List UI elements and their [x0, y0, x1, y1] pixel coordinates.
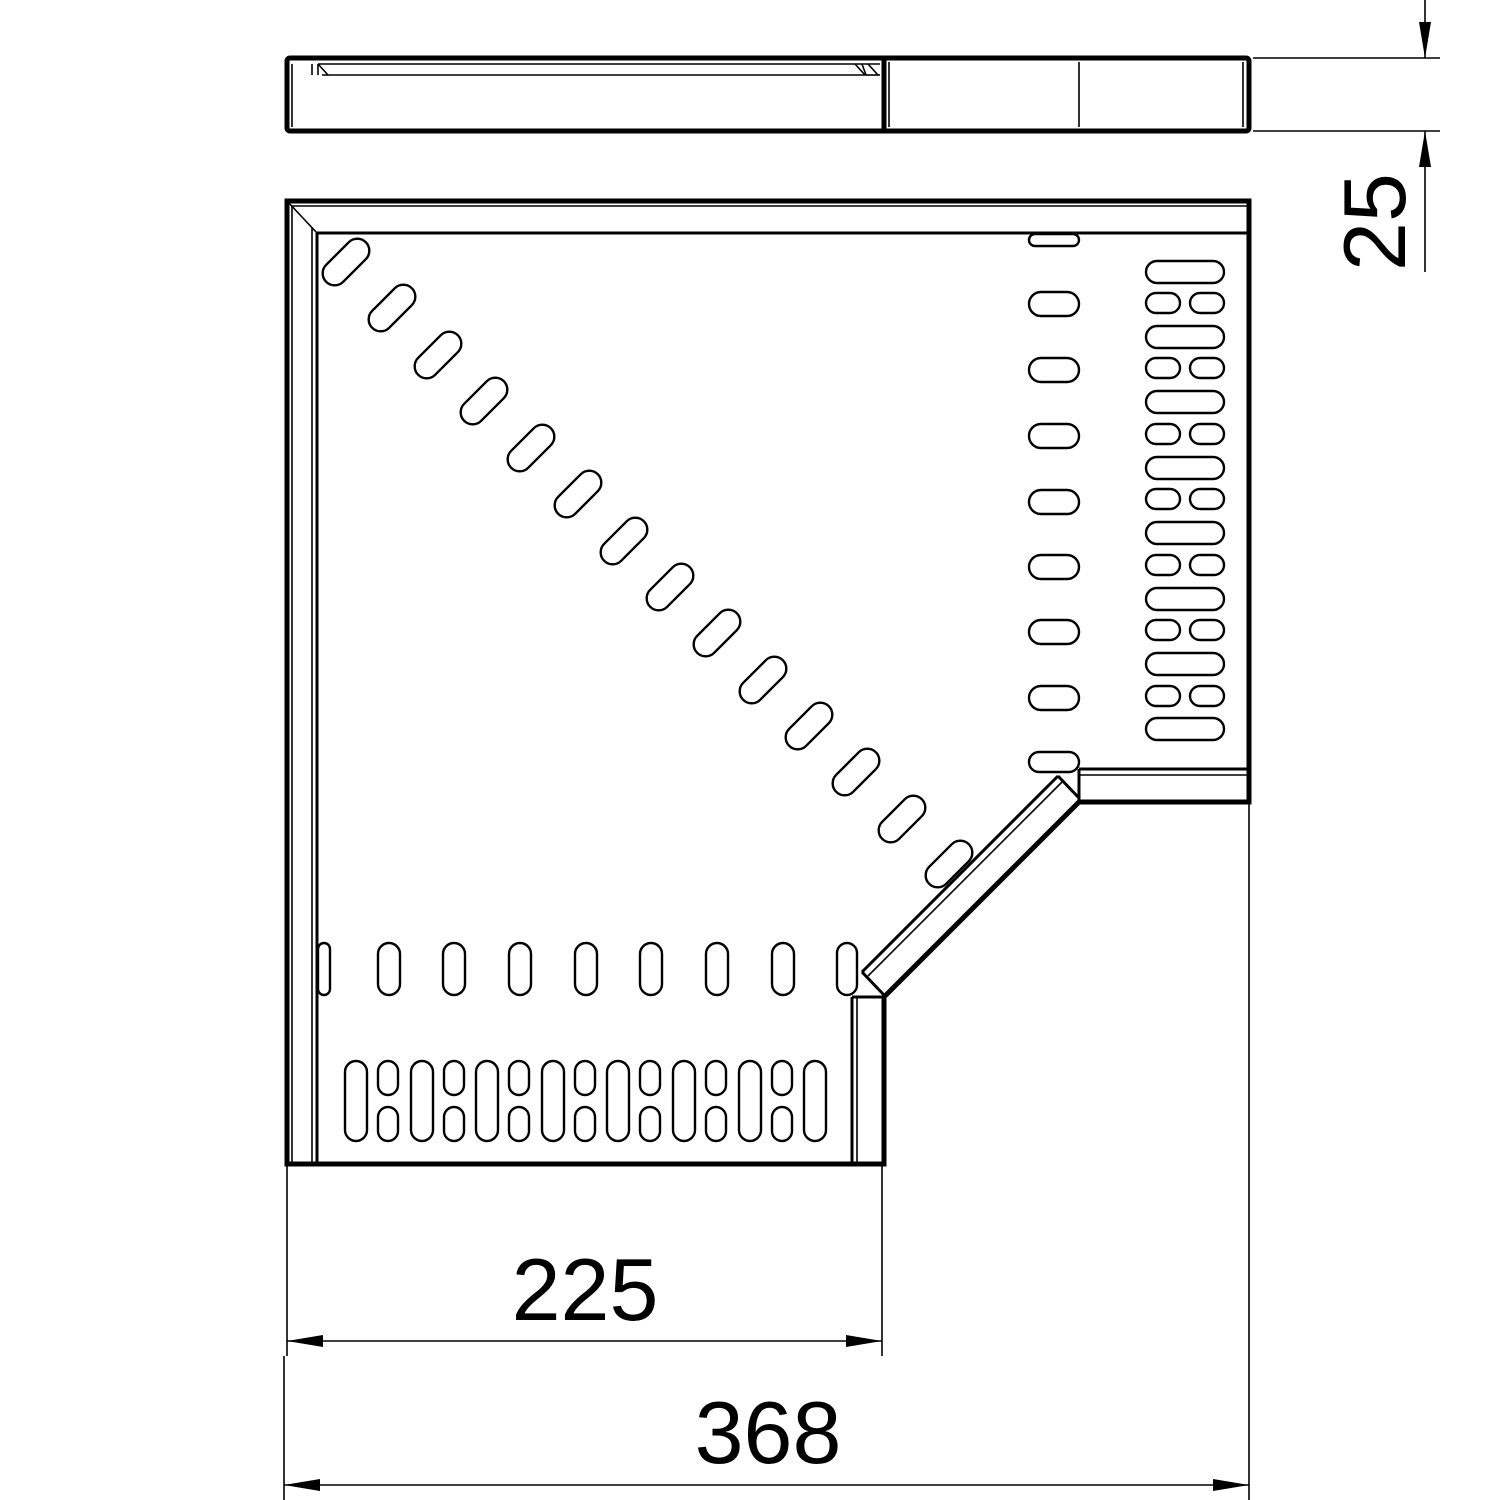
plan-view — [284, 198, 1252, 1167]
overall-width-dimension-label: 368 — [695, 1383, 842, 1482]
right-branch-slots — [1027, 232, 1081, 774]
inner-width-arrow-left — [287, 1335, 323, 1347]
height-arrow-bottom — [1419, 131, 1431, 167]
inner-width-dimension: 225 — [286, 1164, 883, 1356]
right-branch-perforations — [1144, 259, 1226, 742]
inner-width-arrow-right — [846, 1335, 882, 1347]
bottom-branch-slots — [316, 941, 859, 997]
overall-width-arrow-left — [284, 1479, 320, 1491]
inner-width-dimension-label: 225 — [512, 1240, 659, 1339]
side-view — [284, 55, 1252, 134]
overall-width-arrow-right — [1213, 1479, 1249, 1491]
diagonal-slots — [321, 237, 974, 889]
overall-width-dimension: 368 — [283, 802, 1250, 1500]
height-dimension-label: 25 — [1325, 173, 1424, 271]
bottom-branch-perforations — [343, 1059, 828, 1143]
height-arrow-top — [1419, 22, 1431, 58]
height-dimension: 25 — [1253, 0, 1440, 272]
